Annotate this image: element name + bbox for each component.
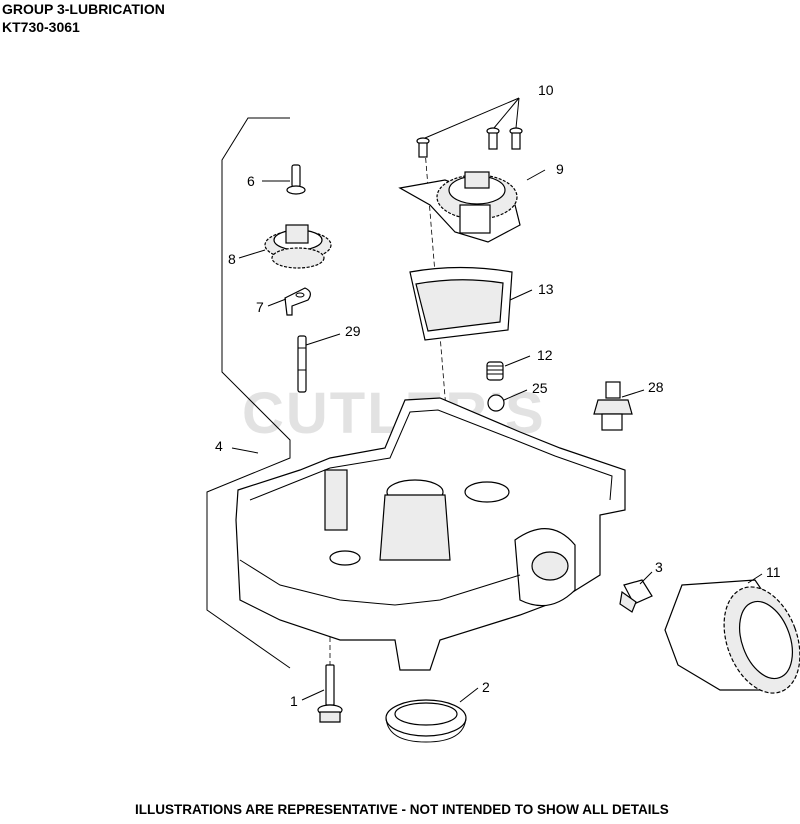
part-7-tab[interactable] xyxy=(284,287,311,316)
leader-4 xyxy=(231,447,259,454)
leader-29 xyxy=(305,333,341,346)
callout-11: 11 xyxy=(766,564,781,580)
model-number: KT730-3061 xyxy=(2,19,80,35)
page-title: GROUP 3-LUBRICATION xyxy=(2,1,165,17)
part-10-screws[interactable] xyxy=(416,127,523,158)
callout-10: 10 xyxy=(538,82,554,98)
leader-10a xyxy=(424,97,520,139)
part-25-ball[interactable] xyxy=(487,394,505,412)
part-2-seal[interactable] xyxy=(385,699,467,743)
part-6-pin[interactable] xyxy=(286,164,306,195)
leader-8 xyxy=(238,249,266,259)
part-13-screen[interactable] xyxy=(409,266,513,341)
part-9-oil-pump[interactable] xyxy=(398,171,521,243)
leader-12 xyxy=(504,355,531,367)
callout-2: 2 xyxy=(482,679,490,695)
callout-29: 29 xyxy=(345,323,361,339)
part-11-oil-filter[interactable] xyxy=(664,576,800,703)
callout-9: 9 xyxy=(556,161,564,177)
callout-1: 1 xyxy=(290,693,298,709)
callout-25: 25 xyxy=(532,380,548,396)
group-outline xyxy=(206,117,291,669)
callout-28: 28 xyxy=(648,379,664,395)
part-29-shaft[interactable] xyxy=(297,335,307,393)
part-4-oil-pan[interactable] xyxy=(235,397,626,671)
leader-10c xyxy=(515,97,520,129)
leader-7 xyxy=(267,298,287,307)
part-8-gear[interactable] xyxy=(264,224,332,269)
part-28-sensor[interactable] xyxy=(593,381,633,431)
callout-13: 13 xyxy=(538,281,554,297)
callout-3: 3 xyxy=(655,559,663,575)
leader-9 xyxy=(526,169,546,181)
leader-25 xyxy=(503,389,528,401)
leader-2 xyxy=(459,687,479,703)
part-3-plug[interactable] xyxy=(619,579,653,613)
callout-8: 8 xyxy=(228,251,236,267)
leader-11 xyxy=(747,573,763,584)
leader-1 xyxy=(301,689,325,701)
leader-10b xyxy=(493,97,520,129)
leader-3 xyxy=(639,571,653,585)
part-12-spring[interactable] xyxy=(486,361,504,381)
callout-4: 4 xyxy=(215,438,223,454)
callout-6: 6 xyxy=(247,173,255,189)
leader-13 xyxy=(509,289,533,301)
leader-28 xyxy=(621,389,645,398)
part-1-bolt[interactable] xyxy=(317,664,343,723)
callout-7: 7 xyxy=(256,299,264,315)
disclaimer-footer: ILLUSTRATIONS ARE REPRESENTATIVE - NOT I… xyxy=(135,802,669,817)
callout-12: 12 xyxy=(537,347,553,363)
